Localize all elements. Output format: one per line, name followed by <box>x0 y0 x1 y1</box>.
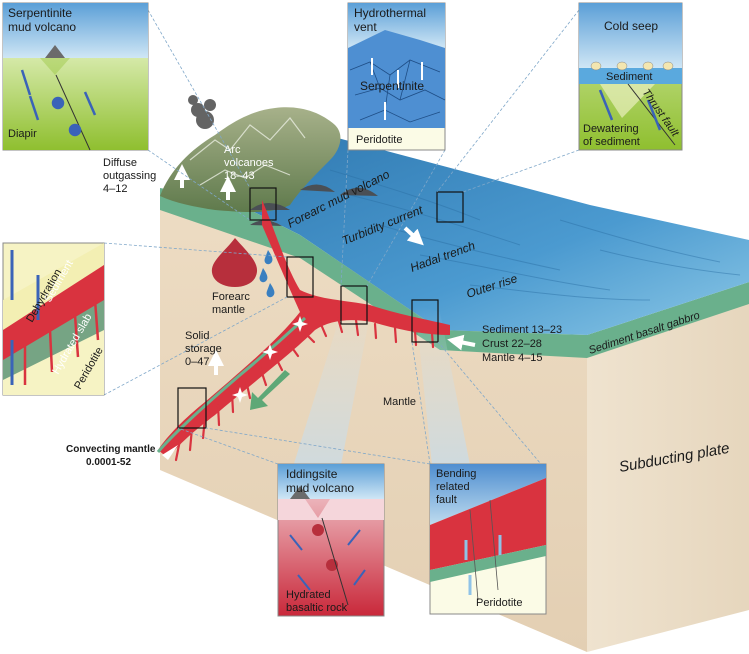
seep-clams <box>590 61 674 71</box>
mantle-flux-label: Mantle 4–15 <box>482 352 543 364</box>
dehydration-arrows <box>10 250 40 385</box>
cold-seep-sediment-label: Sediment <box>606 71 652 83</box>
solid-storage-line3: 0–47 <box>185 356 209 368</box>
forearc-mantle-line1: Forearc <box>212 291 250 303</box>
callout-box-iddingsite <box>177 387 207 429</box>
inset-serpentinite-mud-volcano: Serpentinite mud volcano Diapir <box>2 2 149 151</box>
water-droplets <box>259 250 275 298</box>
arc-island <box>160 107 341 213</box>
callout-box-hydrothermal <box>340 285 368 325</box>
turbidity-arrow <box>403 226 424 246</box>
slab-veins <box>174 316 435 462</box>
hydrothermal-peridotite-label: Peridotite <box>356 134 402 146</box>
inset-iddingsite-mud-volcano: Iddingsite mud volcano Hydrated basaltic… <box>277 463 385 617</box>
sparkles <box>232 316 308 403</box>
crust-layer-side <box>587 282 749 358</box>
solid-storage-line2: storage <box>185 343 222 355</box>
diapir-label: Diapir <box>8 128 37 140</box>
convecting-mantle-line2: 0.0001-52 <box>86 457 131 468</box>
crust-flux-label: Crust 22–28 <box>482 338 542 350</box>
inset-cold-seep: Cold seep Sediment Thrust fault Dewateri… <box>578 2 683 151</box>
sediment-flux-label: Sediment 13–23 <box>482 324 562 336</box>
ocean-surface <box>230 128 749 335</box>
bending-peridotite-label: Peridotite <box>476 597 522 609</box>
volcanic-plume <box>188 95 216 129</box>
diffuse-outgassing-line2: outgassing <box>103 170 156 182</box>
bending-title-line2: related <box>436 481 470 493</box>
hydrothermal-title-line1: Hydrothermal <box>354 6 426 20</box>
bending-title-line1: Bending <box>436 468 476 480</box>
hydrothermal-title-line2: vent <box>354 20 377 34</box>
bending-fault-lines <box>469 499 499 601</box>
mantle-beam-left <box>292 300 372 470</box>
iddingsite-bottom-line1: Hydrated <box>286 589 331 601</box>
slab-inset-veins <box>23 299 100 385</box>
diffuse-outgassing-line1: Diffuse <box>103 157 137 169</box>
forearc-mantle-line2: mantle <box>212 304 245 316</box>
diapir-arrows <box>20 69 97 137</box>
convecting-mantle-line1: Convecting mantle <box>66 444 156 455</box>
callout-box-hydrated-slab <box>286 256 314 298</box>
diffuse-outgassing-line3: 4–12 <box>103 183 127 195</box>
iddingsite-bottom-line2: basaltic rock <box>286 602 348 614</box>
forearc-mantle-drop <box>211 238 258 287</box>
arc-volcanoes-line1: Arc <box>224 144 241 156</box>
inset-bending-fault: Bending related fault Peridotite <box>429 463 547 615</box>
bending-title-line3: fault <box>436 494 457 506</box>
seafloor-texture <box>329 169 741 301</box>
arc-volcanoes-line3: 18–43 <box>224 170 255 182</box>
callout-box-serpentinite <box>249 187 277 221</box>
callout-box-bending <box>411 299 439 343</box>
block-diagram <box>103 9 749 652</box>
connector-lines <box>103 9 580 471</box>
cold-seep-title: Cold seep <box>604 19 658 33</box>
iddingsite-arrows <box>289 529 366 591</box>
arc-island-ridges <box>189 117 306 186</box>
iddingsite-drops <box>312 524 338 571</box>
block-right-face <box>587 290 749 652</box>
vent-arrows <box>371 58 423 120</box>
serpentinite-label: Serpentinite <box>360 79 424 93</box>
bending-arrows <box>464 535 502 595</box>
solid-storage-line1: Solid <box>185 330 209 342</box>
iddingsite-title-line1: Iddingsite <box>286 467 338 481</box>
serpentinite-title-line2: mud volcano <box>8 20 76 34</box>
inset-hydrothermal-vent: Hydrothermal vent Serpentinite Peridotit… <box>347 2 446 151</box>
dewatering-arrows <box>598 89 662 131</box>
callout-boxes <box>177 187 464 429</box>
mantle-beam-right <box>415 305 470 465</box>
inset-hydrated-slab: Dehydration Sediment Hydrated slab Perid… <box>2 242 106 396</box>
input-flux-arrow <box>447 334 476 351</box>
mantle-flow-arrow <box>250 370 290 410</box>
dewatering-line2: of sediment <box>583 136 640 148</box>
dewatering-line1: Dewatering <box>583 123 639 135</box>
convecting-arrow <box>162 445 178 460</box>
callout-box-cold-seep <box>436 191 464 223</box>
mantle-label: Mantle <box>383 396 416 408</box>
slab-crust-edge <box>156 316 307 453</box>
serpentinite-title-line1: Serpentinite <box>8 6 72 20</box>
flux-arrows <box>174 164 476 375</box>
iddingsite-title-line2: mud volcano <box>286 481 354 495</box>
arc-volcanoes-line2: volcanoes <box>224 157 274 169</box>
